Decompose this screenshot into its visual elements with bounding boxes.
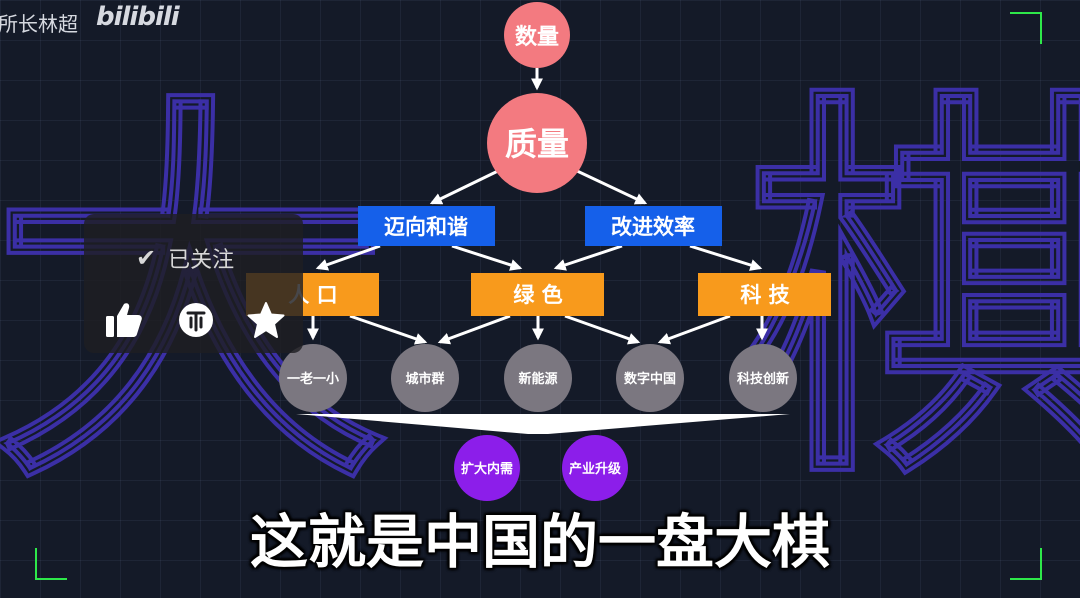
node-quantity-label: 数量	[515, 24, 559, 50]
node-tech	[698, 273, 831, 316]
node-harmony-label: 迈向和谐	[384, 215, 468, 239]
arrow-harmony-population	[315, 244, 381, 271]
node-energy-label: 新能源	[518, 371, 557, 387]
node-harmony	[358, 206, 495, 246]
node-cities	[391, 344, 459, 412]
follow-action-panel: ✔ 已关注	[84, 214, 303, 353]
node-green-label: 绿 色	[513, 283, 562, 307]
corner-mark-bottom-right	[1010, 548, 1042, 580]
node-domestic-demand-label: 扩大内需	[461, 461, 513, 477]
check-icon: ✔	[136, 244, 157, 272]
coin-button[interactable]	[174, 298, 218, 342]
follow-status-button[interactable]: ✔ 已关注	[136, 242, 234, 274]
arrow-green-cities	[437, 314, 511, 345]
subtitle-caption: 这就是中国的一盘大棋	[249, 508, 830, 576]
node-oldyoung	[279, 344, 347, 412]
node-digital-label: 数字中国	[624, 371, 676, 387]
like-button[interactable]	[102, 298, 146, 342]
corner-mark-bottom-left	[35, 548, 67, 580]
thumbs-up-icon	[106, 303, 142, 337]
arrow-quality-efficiency	[574, 168, 648, 205]
arrow-green-digital	[564, 314, 641, 345]
corner-mark-top-right	[1010, 12, 1042, 44]
node-digital	[616, 344, 684, 412]
node-quality	[487, 93, 587, 193]
coin-icon	[179, 303, 213, 337]
node-energy	[504, 344, 572, 412]
channel-watermark: 所长林超	[0, 12, 78, 36]
node-quality-label: 质量	[505, 125, 569, 163]
follow-status-label: 已关注	[168, 248, 235, 273]
node-tech-label: 科 技	[740, 283, 790, 307]
node-cities-label: 城市群	[405, 371, 444, 387]
bilibili-logo: bilibili	[96, 2, 180, 32]
star-icon	[247, 302, 285, 338]
node-innovation-label: 科技创新	[737, 371, 789, 387]
node-industry-upgrade-label: 产业升级	[569, 461, 622, 477]
favorite-button[interactable]	[244, 298, 288, 342]
arrow-harmony-green	[451, 244, 523, 271]
node-efficiency-label: 改进效率	[611, 215, 695, 239]
arrow-population-cities	[349, 314, 428, 345]
diagram-arrows	[307, 68, 768, 345]
node-oldyoung-label: 一老一小	[287, 371, 339, 387]
node-innovation	[729, 344, 797, 412]
funnel-shape	[296, 414, 790, 434]
node-green	[471, 273, 604, 316]
node-industry-upgrade	[562, 435, 628, 501]
node-domestic-demand	[454, 435, 520, 501]
arrow-quality-harmony	[429, 168, 501, 205]
arrow-efficiency-tech	[689, 244, 763, 271]
node-efficiency	[585, 206, 722, 246]
arrow-efficiency-green	[553, 244, 623, 271]
node-quantity	[504, 2, 570, 68]
arrow-tech-digital	[657, 314, 731, 345]
